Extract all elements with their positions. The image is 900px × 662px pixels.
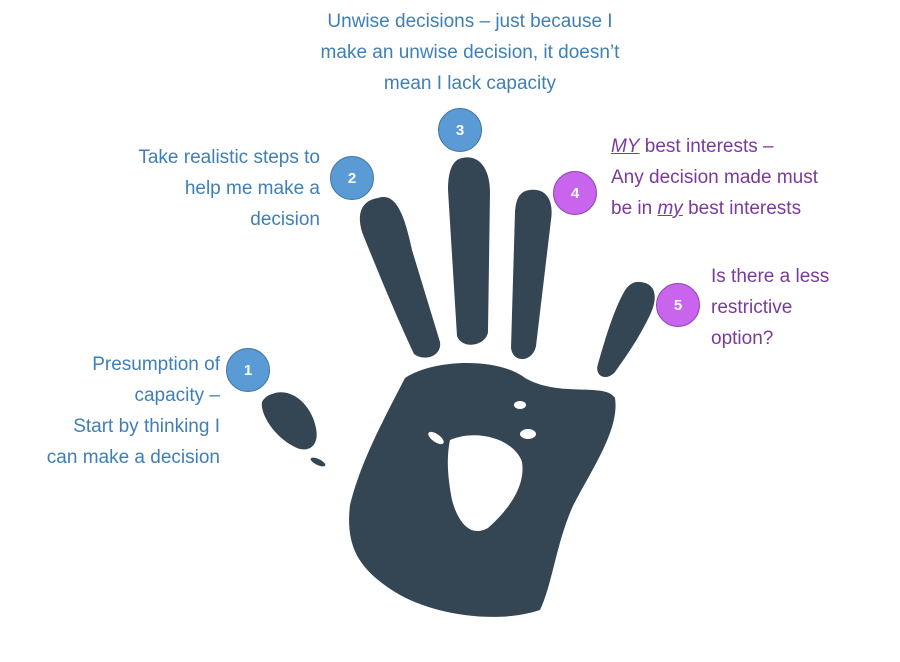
- principle-2-badge: 2: [330, 156, 374, 200]
- palm-gap-shape: [447, 435, 523, 532]
- emphasis-my: my: [657, 198, 683, 219]
- principle-4-badge: 4: [553, 171, 597, 215]
- thumb-shape: [261, 392, 317, 450]
- principle-3-badge: 3: [438, 108, 482, 152]
- principle-5-badge: 5: [656, 283, 700, 327]
- palm-gap-small: [428, 431, 444, 445]
- principle-2-text: Take realistic steps to help me make a d…: [138, 147, 320, 230]
- finger-little-shape: [597, 281, 655, 378]
- principle-4-text: MY best interests – Any decision made mu…: [611, 136, 818, 219]
- drop-mark: [310, 457, 326, 467]
- palm-gap-small: [514, 401, 526, 409]
- principle-5-text: Is there a less restrictive option?: [711, 266, 830, 349]
- principle-1-badge: 1: [226, 348, 270, 392]
- emphasis-my: MY: [611, 136, 640, 157]
- finger-middle-shape: [448, 157, 490, 345]
- principle-3-text: Unwise decisions – just because I make a…: [320, 11, 620, 94]
- principle-1-text: Presumption of capacity – Start by think…: [46, 354, 220, 468]
- finger-ring-shape: [511, 189, 552, 360]
- palm-gap-small: [520, 429, 536, 439]
- finger-index-shape: [359, 196, 441, 358]
